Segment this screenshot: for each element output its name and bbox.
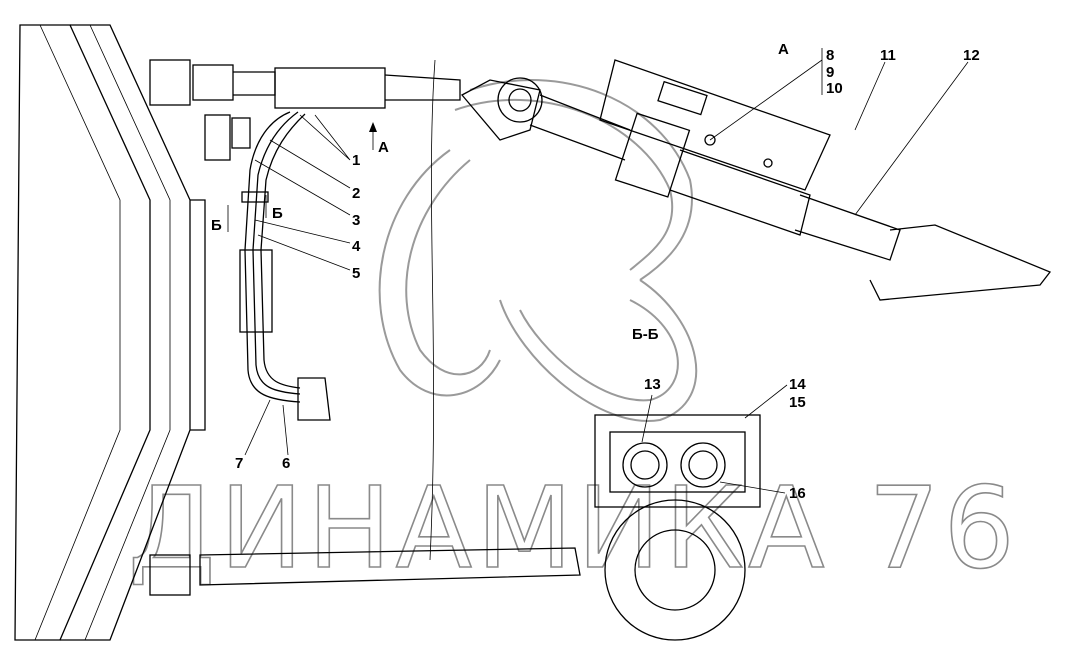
- callout-3: 3: [352, 212, 360, 229]
- callout-8: 8: [826, 47, 834, 64]
- view-a-cylinder: [460, 48, 1052, 301]
- callout-12: 12: [963, 47, 980, 64]
- callout-7: 7: [235, 455, 243, 472]
- blade: [14, 24, 206, 641]
- callout-4: 4: [352, 238, 361, 255]
- watermark-text: ДИНАМИКА 76: [128, 464, 1019, 594]
- section-b-b: [594, 384, 788, 641]
- callout-16: 16: [789, 485, 806, 502]
- view-a-title: А: [778, 41, 789, 58]
- callout-10: 10: [826, 80, 843, 97]
- callout-2: 2: [352, 185, 360, 202]
- view-arrow-a-label: А: [378, 139, 389, 156]
- watermark-logo: [378, 79, 698, 422]
- section-mark-left: Б: [211, 217, 222, 234]
- push-arm: [199, 547, 581, 586]
- section-title: Б-Б: [632, 326, 659, 343]
- callout-1: 1: [352, 152, 360, 169]
- section-mark-right: Б: [272, 205, 283, 222]
- break-line: [429, 59, 436, 561]
- tilt-cylinder: [192, 64, 461, 161]
- callout-5: 5: [352, 265, 360, 282]
- callout-6: 6: [282, 455, 290, 472]
- hoses: [239, 111, 331, 421]
- callout-13: 13: [644, 376, 661, 393]
- leader-lines: [227, 114, 374, 456]
- callout-11: 11: [880, 47, 896, 64]
- callout-15: 15: [789, 394, 806, 411]
- callout-14: 14: [789, 376, 806, 393]
- arrow-a-icon: [369, 122, 377, 132]
- callout-9: 9: [826, 64, 834, 81]
